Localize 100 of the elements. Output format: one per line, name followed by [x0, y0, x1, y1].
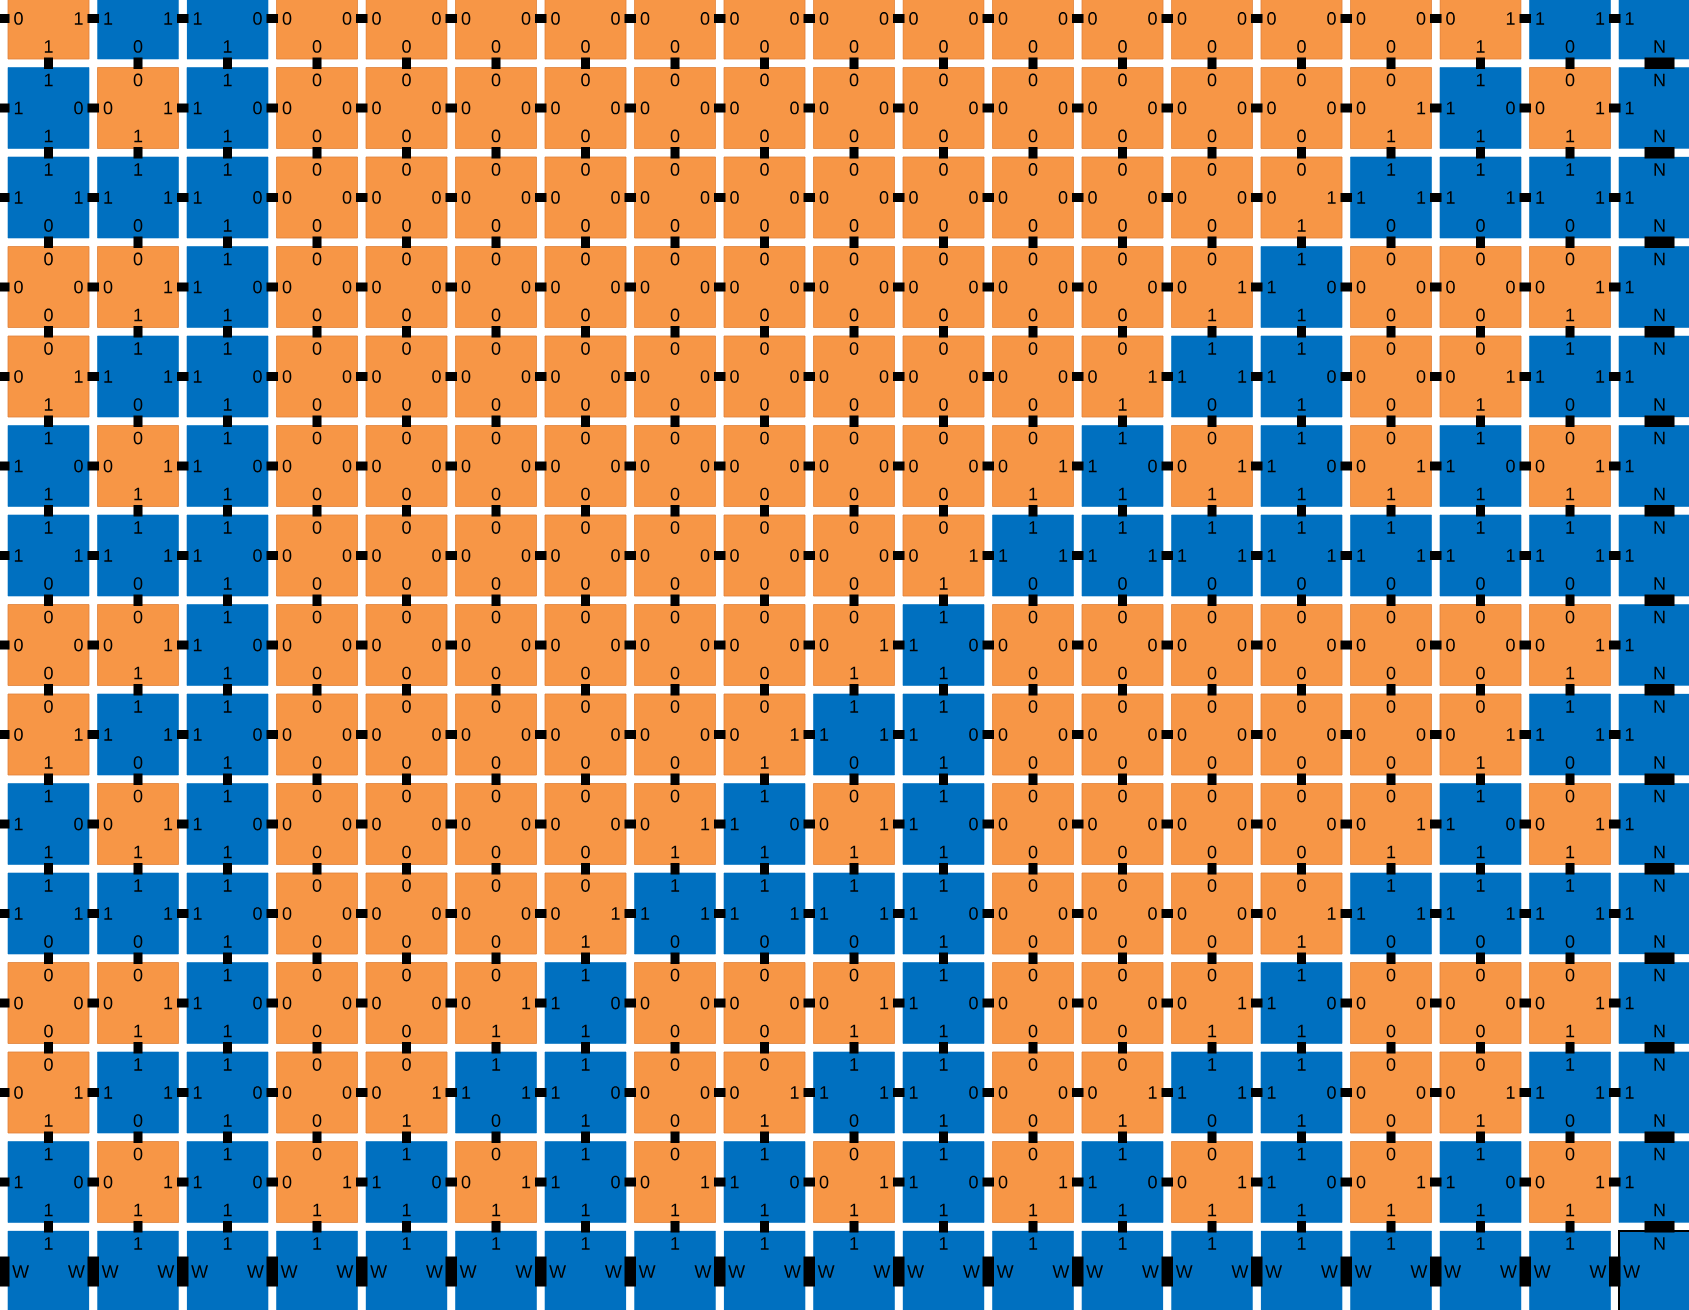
tile: 1 1 0	[97, 0, 179, 60]
tile: 0 0 0 0	[544, 156, 627, 239]
tile: 1 1 1 0	[1529, 514, 1611, 597]
tile: 0 0 0 0	[992, 1051, 1074, 1134]
tile: 1 1 1 0	[97, 872, 179, 955]
tile: 0 0 1 1	[97, 246, 179, 328]
tile: 1 W W	[1439, 1230, 1522, 1310]
tile: 0 0 1 1	[1350, 1141, 1432, 1223]
tile: 1 1 1 0	[1350, 514, 1432, 597]
tile: 0 0 0 0	[7, 604, 90, 686]
tile: 0 0 0 0	[455, 246, 537, 328]
tile: N 1 N	[1618, 783, 1689, 865]
tile: 0 0 0 0	[1081, 693, 1164, 776]
tile: 0 0 1 1	[97, 604, 179, 686]
tile: 1 W W	[97, 1230, 179, 1310]
tile: 0 0 0 0	[455, 604, 537, 686]
tile: 0 0 1 1	[1171, 1141, 1253, 1223]
tile: 0 0 0 0	[1081, 604, 1164, 686]
tile: 0 0 0 0	[813, 246, 895, 328]
tile: 0 0 0 0	[276, 962, 358, 1044]
tile: 0 0 0 0	[544, 693, 627, 776]
tile: 1 1 0 1	[186, 246, 269, 328]
tile: 0 0 0 0	[1081, 872, 1164, 955]
tile: 1 1 1 0	[97, 1051, 179, 1134]
tile: 0 0 0 0	[455, 425, 537, 507]
tile: 0 0 0	[1171, 0, 1253, 60]
tile: 1 1 0 1	[723, 783, 806, 865]
tile: 0 0 0 0	[634, 425, 716, 507]
tile: 0 0 1 1	[1439, 1051, 1522, 1134]
tile: 0 0 1 1	[97, 783, 179, 865]
tile: 0 0 0 0	[992, 67, 1074, 149]
tile: 0 0 0 0	[723, 156, 806, 239]
tile: 1 1 1 0	[992, 514, 1074, 597]
tile: 1 1 1 0	[1529, 693, 1611, 776]
tile: 1 1 0 1	[902, 962, 985, 1044]
tile: 0 0 1 1	[1529, 962, 1611, 1044]
tile: 0 0 1 1	[634, 783, 716, 865]
tile: N 1 N	[1618, 872, 1689, 955]
tile: 0 0 0 0	[902, 335, 985, 418]
tile: 0 0 0	[276, 0, 358, 60]
tile: 1 1 0 1	[186, 604, 269, 686]
tile: 1 1 0 1	[1260, 1051, 1343, 1134]
tile: 0 0 0 0	[1350, 962, 1432, 1044]
tile: 0 0 0 0	[455, 693, 537, 776]
tile: 1 1 1 0	[813, 693, 895, 776]
tile: 0 0 0 0	[723, 67, 806, 149]
tile: 0 0 0 0	[276, 67, 358, 149]
tile: 0 0 0 0	[723, 335, 806, 418]
tile: 0 0 0 0	[276, 246, 358, 328]
tile: 0 0 1 1	[276, 1141, 358, 1223]
tile: 0 0 0 0	[365, 693, 448, 776]
tile: 0 0 1 1	[97, 425, 179, 507]
tile: 1 1 1 0	[1439, 872, 1522, 955]
tile: 0 0 0 0	[634, 693, 716, 776]
tile: 1 W W	[1350, 1230, 1432, 1310]
tile: 0 0 0 0	[1081, 962, 1164, 1044]
tile: 1 1 0 1	[7, 1141, 90, 1223]
tile: N W	[1618, 1230, 1689, 1310]
tile: N 1 N	[1618, 1141, 1689, 1223]
tile: 1 1 0 1	[186, 335, 269, 418]
tile: 1 W W	[365, 1230, 448, 1310]
tile: 1 1 1 0	[7, 514, 90, 597]
tile: 0 0 0 0	[365, 783, 448, 865]
tile: 0 0 0 0	[902, 425, 985, 507]
tile: 0 0 0 0	[813, 156, 895, 239]
tile: 0 0 0 0	[723, 425, 806, 507]
tile: 0 0 0 0	[1081, 246, 1164, 328]
tile: 0 0 0 0	[276, 514, 358, 597]
tile: 0 0 0 0	[1350, 246, 1432, 328]
tile: 0 0 0 0	[1260, 693, 1343, 776]
tile: 1 1 1 0	[97, 693, 179, 776]
tile: 0 0 0 0	[1171, 872, 1253, 955]
tile: 1 1 0 1	[186, 962, 269, 1044]
tile: 1 W W	[992, 1230, 1074, 1310]
tile: 1 W W	[723, 1230, 806, 1310]
tile: 0 0 1 1	[1350, 425, 1432, 507]
tile: 0 0 0 0	[992, 693, 1074, 776]
tile: 0 0 0 0	[365, 604, 448, 686]
tile: 1 W W	[902, 1230, 985, 1310]
tile: 1 1 1 0	[97, 335, 179, 418]
tile: 0 0 0 0	[455, 67, 537, 149]
tile: 0 0 0 0	[634, 156, 716, 239]
tile: 1 1 1 0	[813, 1051, 895, 1134]
tile: 0 0 0 0	[1350, 604, 1432, 686]
tile: 1 1 1 0	[1529, 872, 1611, 955]
tile: 0 0 0 0	[902, 67, 985, 149]
tile: 0 0 0 0	[1260, 604, 1343, 686]
tile: 1 1 1 0	[634, 872, 716, 955]
tile: 1 1 0 1	[902, 604, 985, 686]
tile: 0 0 0 0	[902, 156, 985, 239]
tile: 1 1 0 1	[1439, 67, 1522, 149]
tile: 1 W W	[276, 1230, 358, 1310]
tile: 1 1 1 0	[97, 514, 179, 597]
tile: 1 1 0 1	[7, 783, 90, 865]
tile: 0 0 0 0	[7, 962, 90, 1044]
tile: 0 0 0 0	[992, 872, 1074, 955]
tile: 1 1 0 1	[186, 1051, 269, 1134]
tile: 0 0 1 1	[455, 1141, 537, 1223]
tile: 0 0 1 1	[7, 335, 90, 418]
tile: 1 1 1 0	[723, 872, 806, 955]
